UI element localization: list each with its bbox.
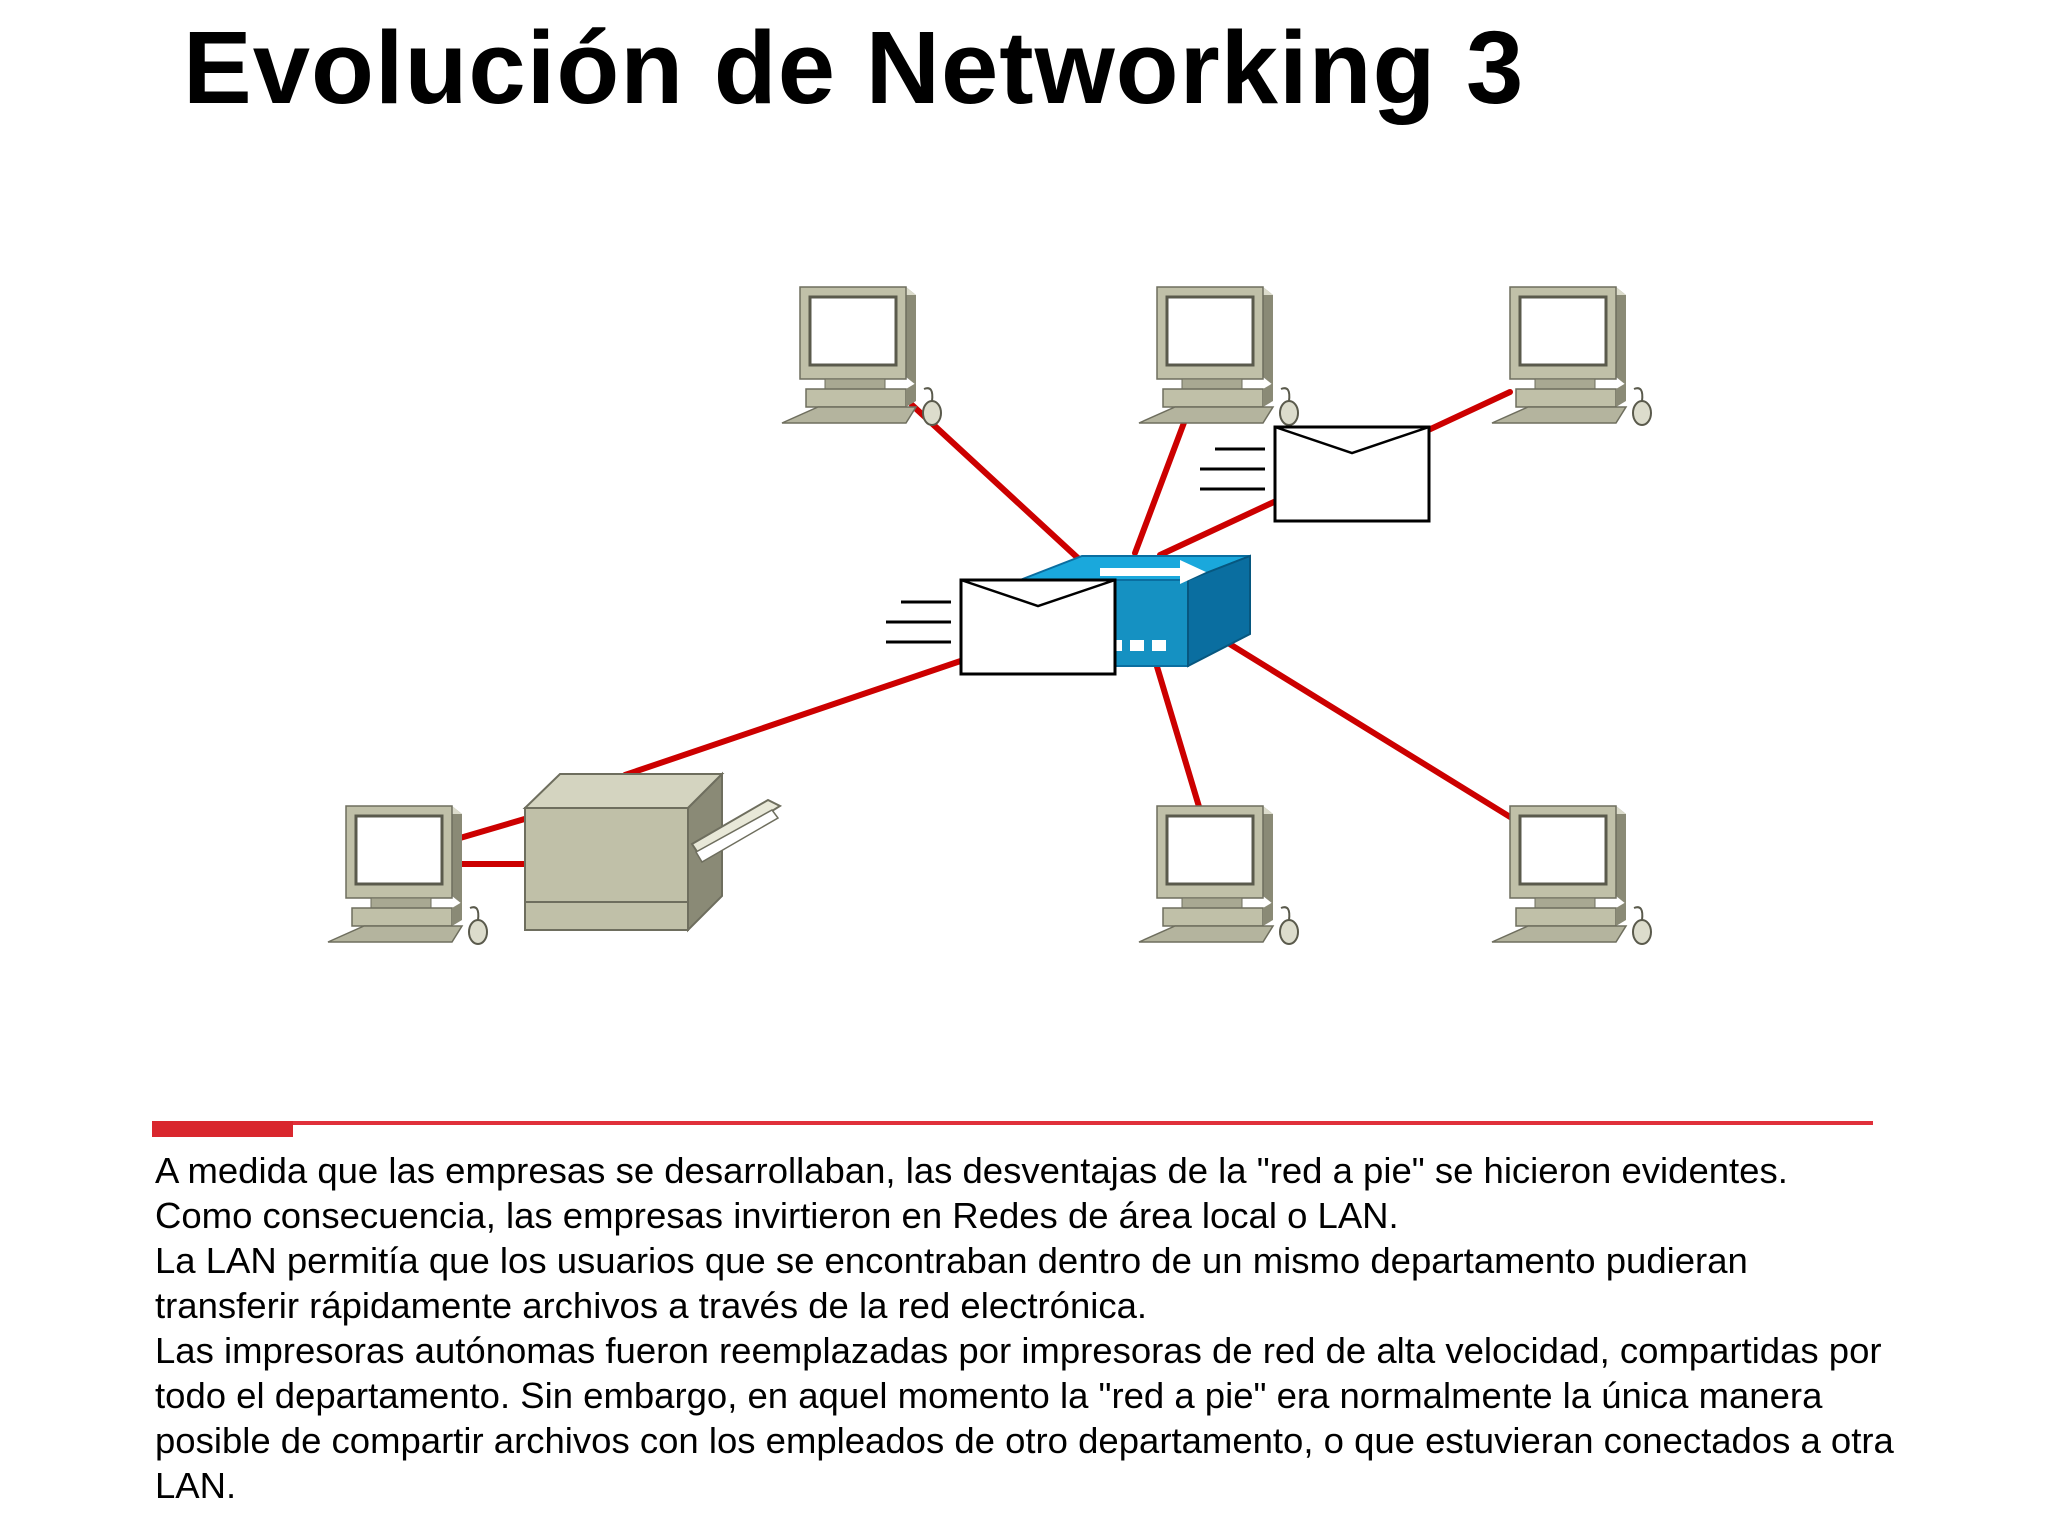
desktop-computer-icon bbox=[1137, 804, 1300, 946]
envelope-icon bbox=[884, 578, 1117, 676]
desktop-computer-icon bbox=[1137, 285, 1300, 427]
desktop-computer-icon bbox=[326, 804, 489, 946]
link-top-center bbox=[1132, 409, 1191, 556]
desktop-computer-icon bbox=[780, 285, 943, 427]
paragraph: La LAN permitía que los usuarios que se … bbox=[155, 1240, 1748, 1326]
computer-bottom-right bbox=[1490, 804, 1653, 946]
desktop-computer-icon bbox=[1490, 285, 1653, 427]
slide-title: Evolución de Networking 3 bbox=[183, 10, 1525, 125]
link-bottom-center bbox=[1152, 657, 1203, 813]
computer-bottom-center bbox=[1137, 804, 1300, 946]
paragraph: Las impresoras autónomas fueron reemplaz… bbox=[155, 1330, 1894, 1506]
computer-bottom-left bbox=[326, 804, 489, 946]
link-printer-pc-top bbox=[457, 815, 531, 841]
slide-body: A medida que las empresas se desarrollab… bbox=[155, 1148, 1895, 1508]
link-top-left bbox=[909, 402, 1083, 563]
computer-top-left bbox=[780, 285, 943, 427]
computer-top-center bbox=[1137, 285, 1300, 427]
divider-accent bbox=[152, 1121, 293, 1137]
divider-line bbox=[152, 1121, 1873, 1125]
network-printer-icon bbox=[522, 771, 783, 933]
paragraph: A medida que las empresas se desarrollab… bbox=[155, 1150, 1788, 1236]
desktop-computer-icon bbox=[1490, 804, 1653, 946]
link-bottom-right bbox=[1212, 632, 1518, 823]
computer-top-right bbox=[1490, 285, 1653, 427]
envelope-icon bbox=[1198, 425, 1431, 523]
